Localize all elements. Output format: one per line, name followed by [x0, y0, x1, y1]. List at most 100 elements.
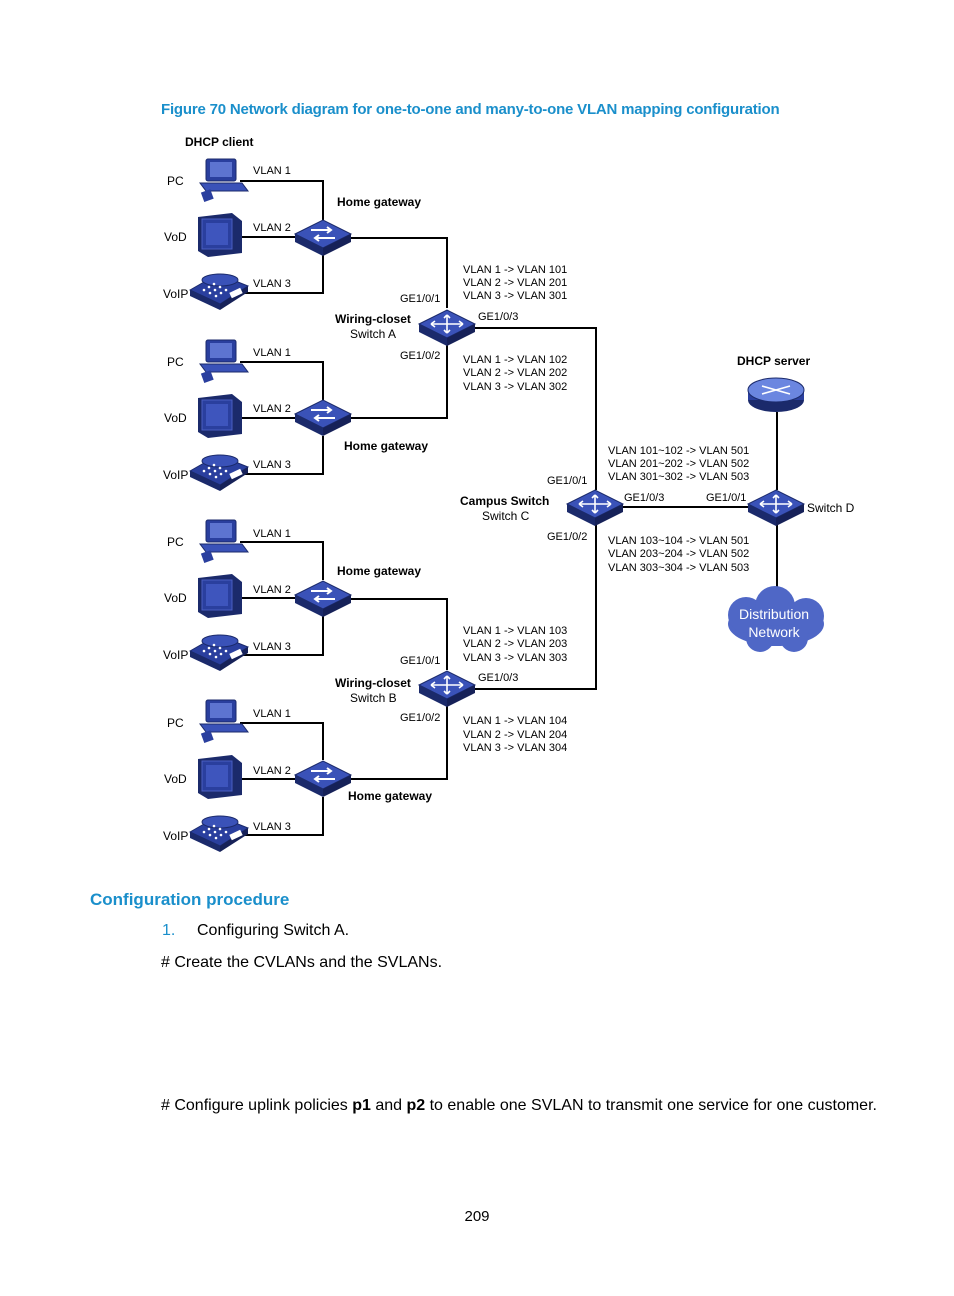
home-gateway-label: Home gateway — [348, 789, 432, 803]
vlan2-label: VLAN 2 — [253, 222, 291, 234]
vod-icon — [197, 573, 243, 619]
voip-label: VoIP — [163, 468, 188, 482]
vlan2-label: VLAN 2 — [253, 765, 291, 777]
step-item: 1. Configuring Switch A. — [162, 922, 349, 940]
port-ge103-label: GE1/0/3 — [624, 492, 664, 504]
port-ge103-label: GE1/0/3 — [478, 311, 518, 323]
home-gateway-label: Home gateway — [344, 439, 428, 453]
wiring-closet-label: Wiring-closet — [335, 676, 411, 690]
vlan1-label: VLAN 1 — [253, 708, 291, 720]
vlan2-label: VLAN 2 — [253, 403, 291, 415]
vlan2-label: VLAN 2 — [253, 584, 291, 596]
mapping-text: VLAN 2 -> VLAN 203 — [463, 638, 567, 650]
vod-label: VoD — [164, 772, 187, 786]
distribution-network-cloud — [728, 586, 824, 652]
pc-icon — [199, 699, 249, 744]
comment-and: and — [370, 1097, 407, 1114]
switch-d-label: Switch D — [807, 501, 855, 515]
voip-icon — [189, 815, 249, 853]
vlan1-label: VLAN 1 — [253, 165, 291, 177]
diagram-links — [240, 180, 778, 836]
vod-icon — [197, 212, 243, 258]
pc-label: PC — [167, 535, 184, 549]
port-ge101-label: GE1/0/1 — [547, 475, 587, 487]
mapping-text: VLAN 2 -> VLAN 204 — [463, 729, 567, 741]
port-ge101-label: GE1/0/1 — [706, 492, 746, 504]
port-ge101-label: GE1/0/1 — [400, 293, 440, 305]
step-text: Configuring Switch A. — [197, 922, 350, 939]
comment-prefix: # Configure uplink policies — [161, 1097, 353, 1114]
page-number: 209 — [464, 1208, 490, 1225]
switch-a-label: Switch A — [350, 327, 396, 341]
voip-icon — [189, 454, 249, 492]
voip-label: VoIP — [163, 287, 188, 301]
vlan1-label: VLAN 1 — [253, 347, 291, 359]
mapping-text: VLAN 2 -> VLAN 201 — [463, 277, 567, 289]
mapping-text: VLAN 103~104 -> VLAN 501 — [608, 535, 749, 547]
mapping-text: VLAN 101~102 -> VLAN 501 — [608, 445, 749, 457]
voip-icon — [189, 634, 249, 672]
distribution-network-label: Network — [748, 624, 800, 640]
policy-p2: p2 — [406, 1097, 426, 1114]
switch-b-label: Switch B — [350, 691, 397, 705]
switch-a-icon — [418, 309, 476, 347]
vod-label: VoD — [164, 591, 187, 605]
port-ge102-label: GE1/0/2 — [400, 350, 440, 362]
switch-c-label: Switch C — [482, 509, 530, 523]
vlan3-label: VLAN 3 — [253, 459, 291, 471]
switch-d-icon — [747, 489, 805, 527]
section-title: Configuration procedure — [90, 890, 290, 909]
policy-p1: p1 — [352, 1097, 371, 1114]
switch-c-icon — [566, 489, 624, 527]
voip-label: VoIP — [163, 648, 188, 662]
vlan3-label: VLAN 3 — [253, 821, 291, 833]
vod-icon — [197, 393, 243, 439]
campus-switch-label: Campus Switch — [460, 494, 549, 508]
mapping-text: VLAN 3 -> VLAN 303 — [463, 652, 567, 664]
vod-icon — [197, 754, 243, 800]
mapping-text: VLAN 201~202 -> VLAN 502 — [608, 458, 749, 470]
mapping-text: VLAN 1 -> VLAN 103 — [463, 625, 567, 637]
home-gateway-icon — [294, 399, 352, 437]
mapping-text: VLAN 1 -> VLAN 102 — [463, 354, 567, 366]
home-gateway-icon — [294, 760, 352, 798]
comment-create-vlans: # Create the CVLANs and the SVLANs. — [161, 954, 443, 971]
port-ge102-label: GE1/0/2 — [400, 712, 440, 724]
pc-label: PC — [167, 174, 184, 188]
port-ge103-label: GE1/0/3 — [478, 672, 518, 684]
distribution-network-label: Distribution — [739, 606, 809, 622]
figure-title: Figure 70 Network diagram for one-to-one… — [161, 101, 780, 118]
home-gateway-icon — [294, 219, 352, 257]
home-gateway-label: Home gateway — [337, 564, 421, 578]
mapping-text: VLAN 303~304 -> VLAN 503 — [608, 562, 749, 574]
mapping-text: VLAN 1 -> VLAN 104 — [463, 715, 567, 727]
mapping-text: VLAN 1 -> VLAN 101 — [463, 264, 567, 276]
mapping-text: VLAN 301~302 -> VLAN 503 — [608, 471, 749, 483]
vod-label: VoD — [164, 411, 187, 425]
port-ge102-label: GE1/0/2 — [547, 531, 587, 543]
comment-suffix: to enable one SVLAN to transmit one serv… — [425, 1097, 877, 1114]
wiring-closet-label: Wiring-closet — [335, 312, 411, 326]
vlan3-label: VLAN 3 — [253, 641, 291, 653]
mapping-text: VLAN 3 -> VLAN 304 — [463, 742, 567, 754]
mapping-text: VLAN 3 -> VLAN 301 — [463, 290, 567, 302]
voip-label: VoIP — [163, 829, 188, 843]
comment-uplink-policies: # Configure uplink policies p1 and p2 to… — [161, 1097, 877, 1115]
mapping-text: VLAN 203~204 -> VLAN 502 — [608, 548, 749, 560]
voip-icon — [189, 273, 249, 311]
step-number: 1. — [162, 922, 176, 939]
home-gateway-label: Home gateway — [337, 195, 421, 209]
dhcp-client-label: DHCP client — [185, 135, 253, 149]
dhcp-server-label: DHCP server — [737, 354, 810, 368]
vlan3-label: VLAN 3 — [253, 278, 291, 290]
pc-label: PC — [167, 355, 184, 369]
mapping-text: VLAN 2 -> VLAN 202 — [463, 367, 567, 379]
dhcp-server-icon — [747, 377, 805, 413]
mapping-text: VLAN 3 -> VLAN 302 — [463, 381, 567, 393]
vod-label: VoD — [164, 230, 187, 244]
home-gateway-icon — [294, 580, 352, 618]
switch-b-icon — [418, 670, 476, 708]
pc-label: PC — [167, 716, 184, 730]
vlan1-label: VLAN 1 — [253, 528, 291, 540]
